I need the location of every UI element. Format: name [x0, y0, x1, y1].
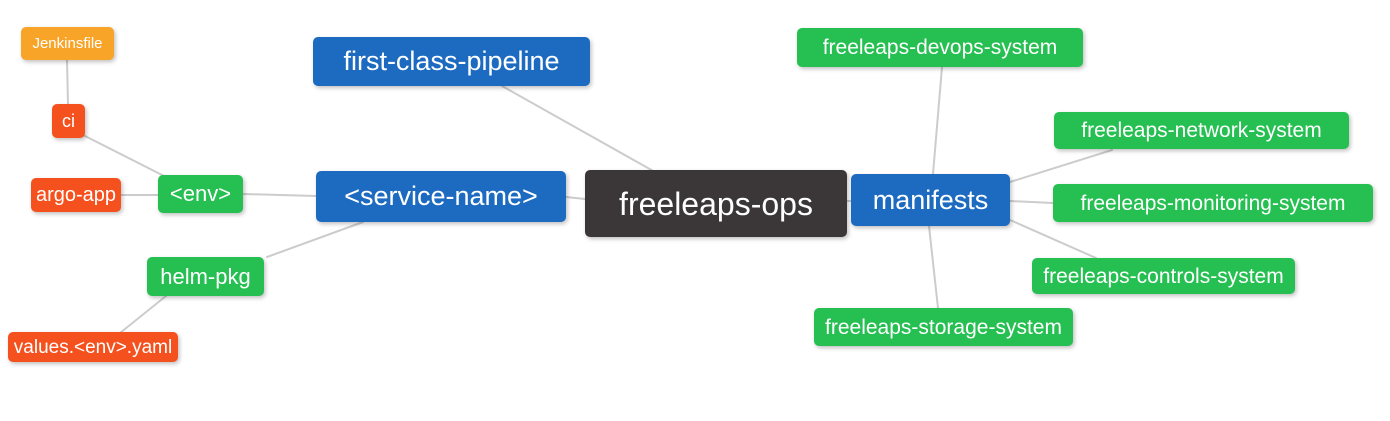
edge-manifests-network: [1009, 149, 1113, 183]
edge-env-service-name: [242, 193, 317, 197]
node-freeleaps-ops-root[interactable]: freeleaps-ops: [585, 170, 847, 237]
node-env[interactable]: <env>: [158, 175, 243, 213]
edge-manifests-controls: [1009, 219, 1097, 259]
node-helm-pkg[interactable]: helm-pkg: [147, 257, 264, 296]
edge-manifests-storage: [928, 225, 939, 309]
node-service-name[interactable]: <service-name>: [316, 171, 566, 222]
edge-jenkinsfile-ci: [66, 59, 69, 106]
node-values-env-yaml[interactable]: values.<env>.yaml: [8, 332, 178, 362]
node-freeleaps-controls-system[interactable]: freeleaps-controls-system: [1032, 258, 1295, 294]
edge-service-name-helm-pkg: [266, 221, 364, 258]
edge-manifests-monitoring: [1009, 200, 1054, 204]
edge-ci-env: [84, 135, 165, 177]
node-manifests[interactable]: manifests: [851, 174, 1010, 226]
node-freeleaps-storage-system[interactable]: freeleaps-storage-system: [814, 308, 1073, 346]
node-argo-app[interactable]: argo-app: [31, 178, 121, 212]
node-ci[interactable]: ci: [52, 104, 85, 138]
edge-manifests-devops: [932, 66, 943, 175]
node-freeleaps-monitoring-system[interactable]: freeleaps-monitoring-system: [1053, 184, 1373, 222]
edge-helm-pkg-values-yaml: [119, 295, 167, 334]
edge-pipeline-root: [501, 85, 656, 173]
node-first-class-pipeline[interactable]: first-class-pipeline: [313, 37, 590, 86]
node-freeleaps-network-system[interactable]: freeleaps-network-system: [1054, 112, 1349, 149]
node-jenkinsfile[interactable]: Jenkinsfile: [21, 27, 114, 60]
node-freeleaps-devops-system[interactable]: freeleaps-devops-system: [797, 28, 1083, 67]
edge-service-name-root: [565, 196, 586, 200]
